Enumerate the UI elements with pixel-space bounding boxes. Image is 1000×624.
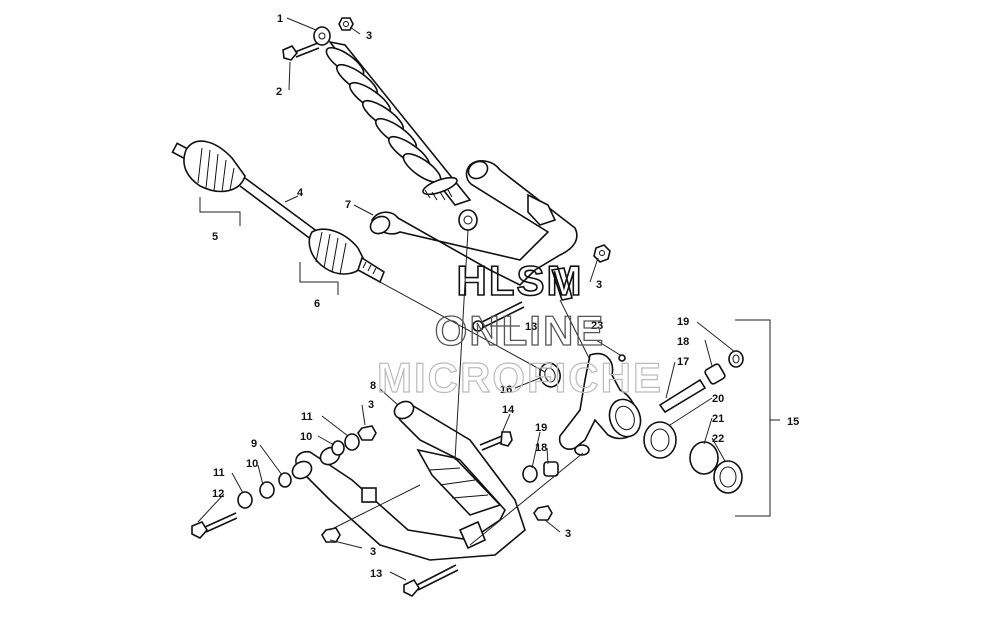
callout-2: 2 xyxy=(276,86,282,98)
callout-3: 3 xyxy=(596,279,602,291)
callout-19: 19 xyxy=(677,316,689,328)
callout-3: 3 xyxy=(565,528,571,540)
callout-4: 4 xyxy=(297,187,304,199)
steering-knuckle xyxy=(539,353,642,456)
callout-7: 7 xyxy=(345,199,351,211)
callout-3: 3 xyxy=(368,399,374,411)
leader-lines xyxy=(197,17,780,581)
callout-17: 17 xyxy=(677,356,689,368)
callout-5: 5 xyxy=(212,231,218,243)
callout-3: 3 xyxy=(366,30,372,42)
watermark-line-1: HLSM xyxy=(457,257,584,304)
callout-11: 11 xyxy=(301,411,313,423)
callout-3: 3 xyxy=(370,546,376,558)
lower-a-arm xyxy=(291,400,526,561)
callout-22: 22 xyxy=(712,433,724,445)
callout-labels: 1 2 3 3 3 3 3 4 5 6 7 8 9 10 10 11 11 12… xyxy=(212,13,799,580)
wheel-bearing-assembly xyxy=(522,350,744,494)
callout-10: 10 xyxy=(300,431,312,443)
watermark-line-2: ONLINE xyxy=(435,307,606,354)
callout-1: 1 xyxy=(277,13,283,25)
callout-13: 13 xyxy=(525,321,537,333)
watermark-line-3: MICROFICHE xyxy=(377,354,663,401)
callout-15: 15 xyxy=(787,416,799,428)
callout-11: 11 xyxy=(213,467,225,479)
callout-9: 9 xyxy=(251,438,257,450)
callout-21: 21 xyxy=(712,413,724,425)
callout-14: 14 xyxy=(502,404,515,416)
shock-spring xyxy=(325,46,442,184)
callout-8: 8 xyxy=(370,380,376,392)
callout-19: 19 xyxy=(535,422,547,434)
shock-absorber xyxy=(282,17,478,231)
watermark: HLSM ONLINE MICROFICHE xyxy=(376,256,663,401)
callout-10: 10 xyxy=(246,458,258,470)
hardware xyxy=(191,301,553,597)
callout-20: 20 xyxy=(712,393,724,405)
callout-12: 12 xyxy=(212,488,224,500)
callout-16: 16 xyxy=(500,384,512,396)
callout-18: 18 xyxy=(535,442,547,454)
callout-23: 23 xyxy=(591,320,603,332)
callout-13: 13 xyxy=(370,568,382,580)
upper-a-arm xyxy=(369,160,611,301)
callout-18: 18 xyxy=(677,336,689,348)
callout-6: 6 xyxy=(314,298,320,310)
